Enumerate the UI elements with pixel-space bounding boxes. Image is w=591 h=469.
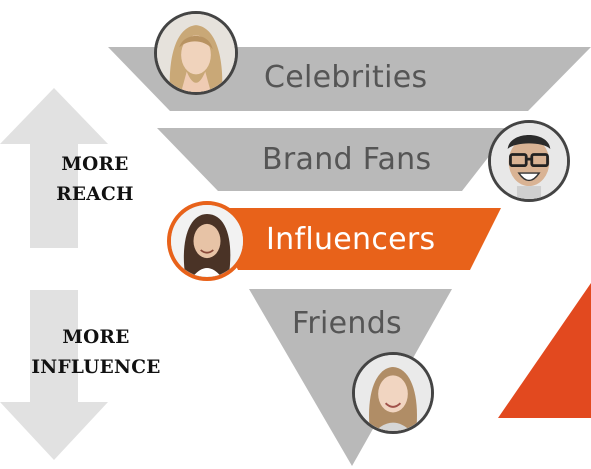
more-reach-line-1: MORE — [61, 154, 129, 175]
arrow-down-icon — [0, 290, 108, 460]
avatar-brand-fan-icon — [488, 120, 570, 202]
more-influence-line-1: MORE — [62, 327, 130, 348]
more-influence-label: MORE INFLUENCE — [18, 323, 174, 383]
avatar-friend-icon — [352, 352, 434, 434]
tier-label-celebrities: Celebrities — [264, 60, 428, 95]
accent-wedge-shape — [498, 283, 591, 418]
avatar-influencer-icon — [167, 201, 247, 281]
arrow-up-icon — [0, 88, 108, 248]
tier-label-friends: Friends — [292, 306, 402, 341]
avatar-celebrity-icon — [154, 11, 238, 95]
tier-label-influencers: Influencers — [266, 222, 436, 257]
more-influence-line-2: INFLUENCE — [31, 357, 161, 378]
more-reach-line-2: REACH — [56, 184, 134, 205]
tier-label-brand-fans: Brand Fans — [262, 142, 432, 177]
more-reach-label: MORE REACH — [40, 150, 150, 210]
